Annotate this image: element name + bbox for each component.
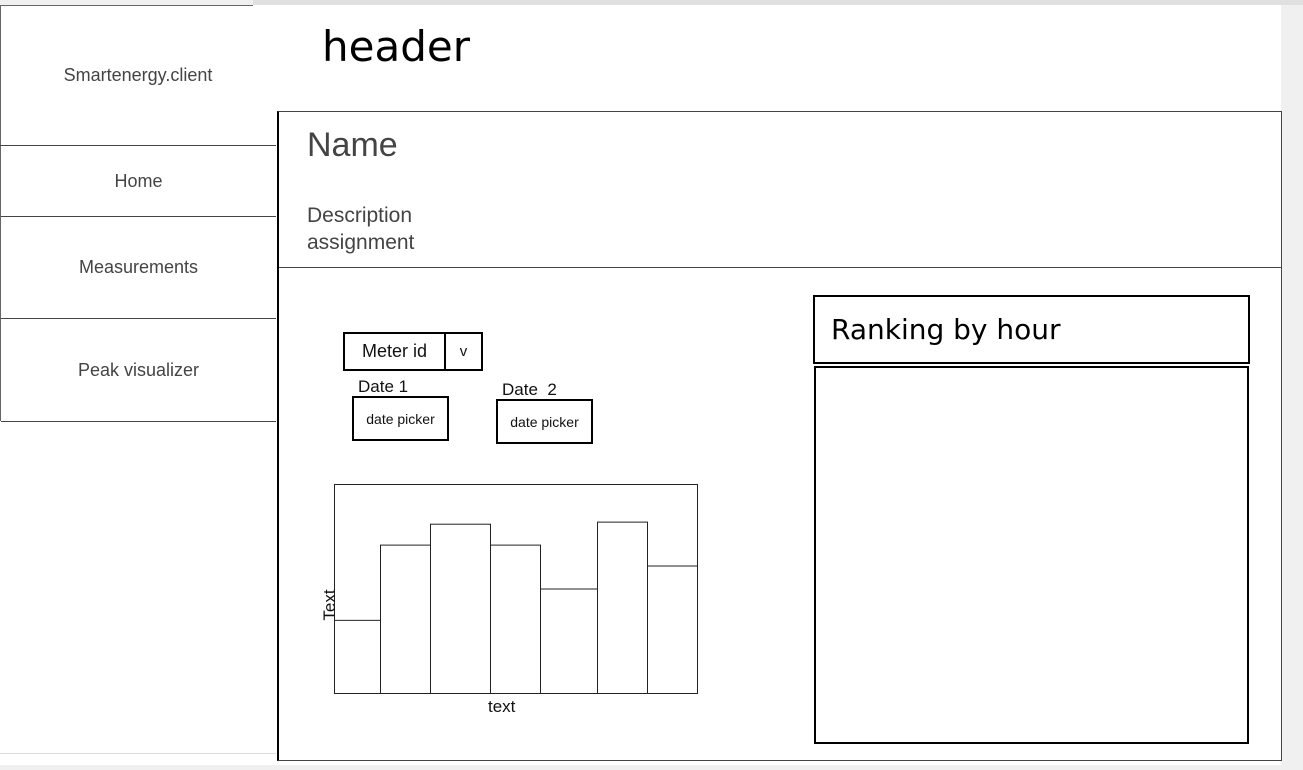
sidebar-item-measurements[interactable]: Measurements bbox=[1, 217, 276, 319]
bar-chart-svg bbox=[334, 484, 698, 695]
description-line-1: Description bbox=[307, 204, 413, 227]
chart-bar-3 bbox=[430, 523, 491, 694]
date2-picker[interactable]: date picker bbox=[496, 399, 593, 444]
page-title: Name bbox=[307, 126, 398, 164]
sidebar-item-home[interactable]: Home bbox=[1, 146, 276, 217]
date2-label: Date 2 bbox=[502, 380, 557, 399]
top-strip bbox=[253, 0, 1303, 5]
date1-picker[interactable]: date picker bbox=[352, 396, 449, 441]
chart-y-label: Text bbox=[320, 589, 339, 621]
chart-bar-1 bbox=[334, 619, 381, 695]
meter-id-select[interactable]: Meter id v bbox=[343, 332, 483, 371]
chart-bar-2 bbox=[380, 544, 431, 694]
sidebar-left-border bbox=[0, 5, 1, 421]
main-panel: Name Description assignment Meter id v D… bbox=[277, 111, 1282, 761]
chart-bar-7 bbox=[647, 565, 698, 694]
chart-bar-4 bbox=[490, 544, 541, 694]
ranking-list bbox=[814, 366, 1249, 744]
chart-x-label: text bbox=[488, 697, 516, 716]
bar-chart: Text text bbox=[308, 480, 708, 730]
chart-bar-6 bbox=[597, 521, 648, 695]
sidebar-top-border bbox=[0, 5, 253, 6]
description-line-2: assignment bbox=[307, 231, 415, 254]
sidebar-bottom-border bbox=[0, 753, 276, 754]
ranking-title: Ranking by hour bbox=[813, 295, 1250, 364]
app-header: header bbox=[322, 22, 470, 71]
brand-title[interactable]: Smartenergy.client bbox=[0, 5, 276, 146]
page-description: Description assignment bbox=[307, 202, 414, 256]
sidebar: Smartenergy.client Home Measurements Pea… bbox=[0, 5, 276, 755]
chevron-down-icon[interactable]: v bbox=[444, 334, 481, 369]
chart-bar-5 bbox=[540, 588, 598, 694]
header-divider bbox=[279, 267, 1281, 268]
meter-id-label: Meter id bbox=[361, 341, 428, 361]
date1-label: Date 1 bbox=[358, 377, 409, 396]
sidebar-item-peak-visualizer[interactable]: Peak visualizer bbox=[1, 319, 276, 422]
